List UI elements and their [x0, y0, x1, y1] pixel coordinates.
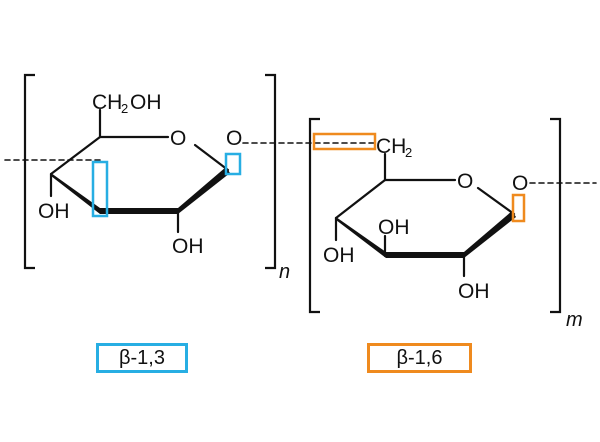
legend-beta-1-6: β-1,6	[367, 343, 472, 373]
wedge-c2-c1	[178, 167, 230, 214]
beta16-highlight-c6	[312, 132, 377, 151]
unit2-oh-bottom-label: OH	[458, 280, 490, 303]
beta13-highlight-c1	[224, 152, 242, 176]
unit2-oh-mid-label: OH	[378, 216, 410, 239]
unit1-ch2oh-oh-label: OH	[130, 91, 162, 114]
glucose-unit-1	[4, 108, 376, 234]
bracket-unit2-right	[550, 117, 562, 314]
unit2-ring-o-label: O	[457, 170, 473, 193]
unit1-glycosidic-o-label: O	[226, 127, 242, 150]
bond-c3-c2-bold	[386, 252, 464, 258]
unit2-ch2-label: CH	[376, 135, 406, 158]
unit1-oh-bottom-label: OH	[172, 235, 204, 258]
unit1-ch2-subscript: 2	[121, 101, 128, 116]
wedge-c2-c1	[464, 211, 516, 258]
bracket-unit1-right	[265, 73, 277, 270]
glucose-unit-2	[334, 152, 597, 278]
wedge-c4-c3	[336, 217, 386, 258]
bond-ring-o-c1	[476, 186, 516, 216]
wedge-c4-c3	[51, 173, 100, 214]
unit2-repeat-m: m	[566, 309, 583, 331]
unit2-ch2-subscript: 2	[405, 145, 412, 160]
unit2-glycosidic-o-label: O	[512, 172, 528, 195]
bracket-unit2-left	[308, 117, 320, 314]
unit1-ch2-label: CH	[92, 91, 122, 114]
unit1-oh-left-label: OH	[38, 200, 70, 223]
unit1-repeat-n: n	[279, 261, 290, 283]
unit1-ring-o-label: O	[170, 127, 186, 150]
bond-c5-c4	[334, 178, 387, 220]
bond-c5-c4	[49, 135, 102, 176]
bond-c3-c2-bold	[100, 208, 178, 214]
beta16-highlight-c1	[511, 193, 526, 223]
legend-beta-1-3: β-1,3	[96, 343, 188, 373]
bond-ring-o-c1	[193, 143, 230, 172]
beta13-highlight-c3	[91, 160, 109, 218]
unit2-oh-left-label: OH	[323, 244, 355, 267]
bracket-unit1-left	[23, 73, 35, 270]
